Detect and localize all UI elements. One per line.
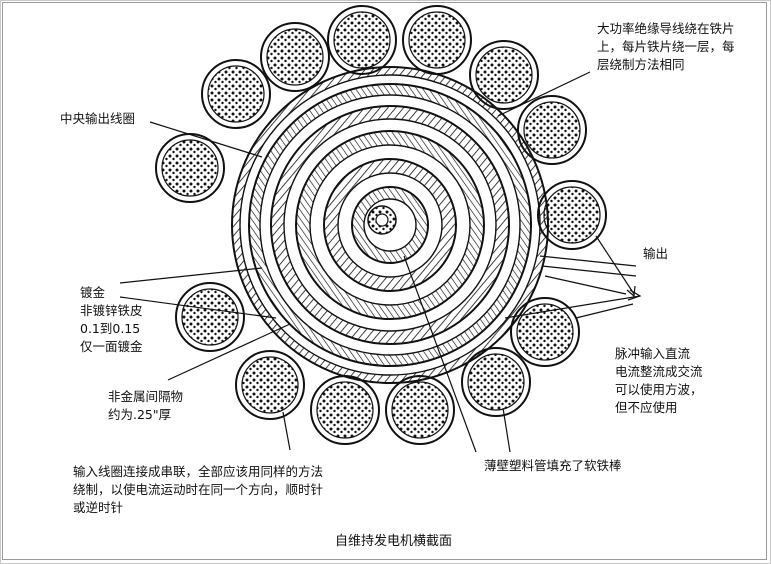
label-tubes: 薄壁塑料管填充了软铁棒 [484,458,622,473]
coil-ring [363,198,417,252]
label-top-right: 大功率绝缘导线绕在铁片 上，每片铁片绕一层，每 层绕制方法相同 [597,21,735,72]
iron-rod-tube [201,59,271,129]
iron-rod-tube [402,5,472,75]
iron-rod-tube [310,375,380,445]
coil-ring [323,158,457,292]
output-arrow-head [626,285,636,298]
hatched-winding-band [249,84,531,366]
output-lead-1 [539,255,637,267]
leader-input-coils [282,411,291,451]
label-spacer: 非金属间隔物 约为.25"厚 [108,389,184,422]
center-winding [367,205,397,235]
hatched-winding-band [324,159,456,291]
coil-ring [309,144,471,306]
coil-ring [248,83,532,367]
hatched-winding-band [352,187,428,263]
iron-rod-tube [517,95,587,165]
iron-rod-tube [537,180,607,250]
input-lead-1 [504,295,641,319]
coil-ring [351,186,429,264]
leader-plating-2 [119,296,277,319]
output-lead-3 [544,275,627,295]
iron-rod-tube [327,5,397,75]
leader-top-right [497,71,591,117]
coil-ring [270,105,510,345]
label-output: 输出 [643,246,669,261]
iron-rod-tube [385,375,455,445]
coil-ring [283,118,497,332]
coil-ring [239,74,541,376]
hatched-winding-band [232,67,548,383]
coil-ring [295,130,485,320]
output-lead-2 [541,265,637,277]
leader-spacer [167,323,291,381]
leader-pulse [575,303,634,319]
leader-plating-1 [119,267,263,284]
iron-rod-tube [175,282,245,352]
hatched-winding-band [271,106,509,344]
iron-rod-tube [510,297,580,367]
hatched-winding-band [296,131,484,319]
label-input-coils: 输入线圈连接成串联，全部应该用同样的方法 绕制，以使电流运动时在同一个方向，顺时… [73,464,324,515]
output-arrow-line [595,235,635,295]
coil-ring [231,66,549,384]
central-coil-rings [231,66,549,384]
iron-rod-tube [155,133,225,203]
label-pulse-input: 脉冲输入直流 电流整流成交流 可以使用方波， 但不应使用 [615,346,703,415]
figure-caption: 自维持发电机横截面 [335,534,453,549]
pulse-arrow-head [627,289,642,301]
leader-tubes-1 [403,255,477,453]
label-central-coil: 中央输出线圈 [60,111,136,126]
iron-rod-tube [461,347,531,417]
iron-rod-tube [235,350,305,420]
leader-tubes-2 [502,407,511,453]
coil-ring [337,172,443,278]
leader-central-coil [149,121,263,158]
iron-rod-tube [260,22,330,92]
coil-ring [259,94,521,356]
label-plating: 镀金 非镀锌铁皮 0.1到0.15 仅一面镀金 [80,285,143,354]
leader-lines [119,71,642,453]
iron-rod-tubes [155,5,607,445]
iron-rod-tube [469,40,539,110]
